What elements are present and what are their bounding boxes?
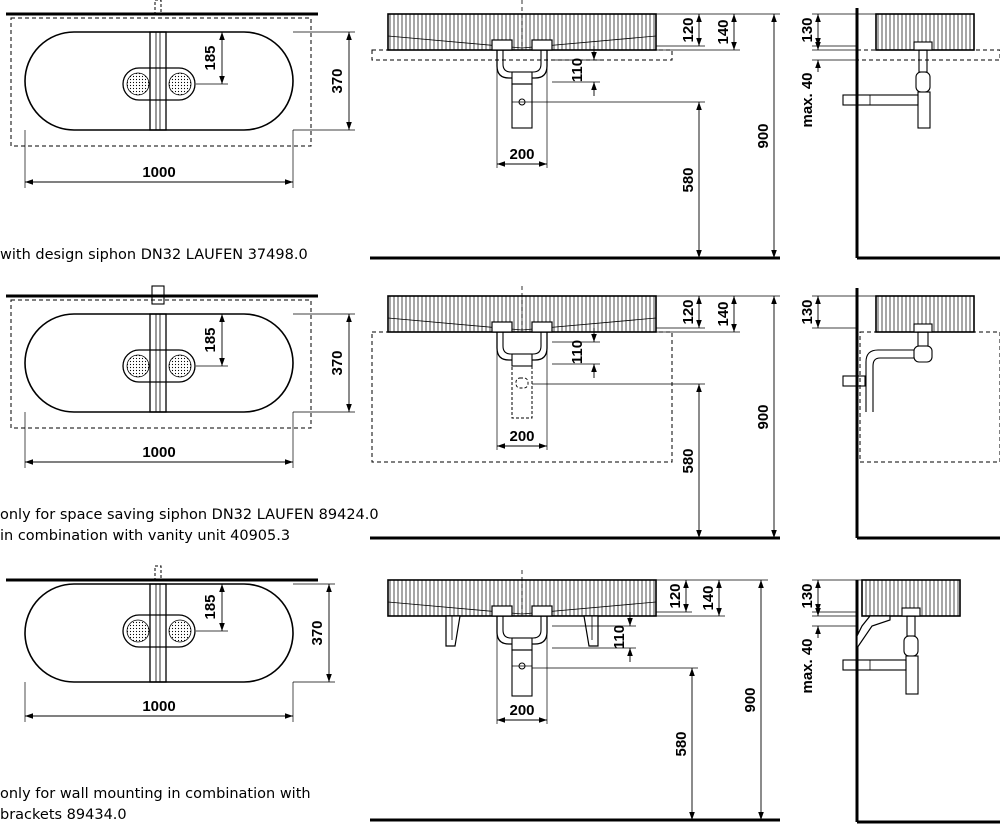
front-view-3: 200 120 140 110 580 900	[370, 570, 780, 822]
plan-view-3: 185 370 1000	[6, 565, 335, 722]
side-dim-max40: max. 40	[799, 72, 816, 127]
front-dim-200: 200	[509, 428, 534, 445]
caption-line: brackets 89434.0	[0, 807, 127, 823]
plan-view-1: 185 370 1000	[6, 0, 355, 188]
plan-dim-370: 370	[309, 620, 326, 645]
caption-line: only for space saving siphon DN32 LAUFEN…	[0, 507, 379, 523]
front-dim-120: 120	[680, 299, 697, 324]
plan-dim-1000: 1000	[142, 444, 175, 461]
plan-view-2: 185 370 1000	[6, 285, 355, 468]
front-dim-110: 110	[569, 58, 586, 82]
front-view-2: 200 120 140 110 580 900	[370, 286, 780, 540]
front-view-1: 200 120 140 110 580 900	[370, 0, 780, 260]
side-dim-130: 130	[799, 17, 816, 42]
front-dim-140: 140	[700, 585, 717, 610]
front-dim-900: 900	[742, 687, 759, 712]
row-3: 185 370 1000	[6, 565, 1000, 824]
plan-dim-185: 185	[202, 327, 219, 352]
caption-line: with design siphon DN32 LAUFEN 37498.0	[0, 247, 308, 263]
front-dim-580: 580	[680, 167, 697, 192]
side-view-2: 130	[799, 288, 1000, 540]
front-dim-580: 580	[680, 448, 697, 473]
plan-dim-1000: 1000	[142, 698, 175, 715]
side-dim-130: 130	[799, 583, 816, 608]
front-dim-900: 900	[755, 404, 772, 429]
caption-row-1: with design siphon DN32 LAUFEN 37498.0	[0, 245, 308, 266]
front-dim-140: 140	[715, 19, 732, 44]
plan-dim-185: 185	[202, 594, 219, 619]
front-dim-580: 580	[673, 731, 690, 756]
front-dim-120: 120	[680, 17, 697, 42]
front-dim-900: 900	[755, 123, 772, 148]
row-1: 185 370 1000	[6, 0, 1000, 260]
side-dim-130: 130	[799, 299, 816, 324]
front-dim-200: 200	[509, 702, 534, 719]
plan-dim-370: 370	[329, 68, 346, 93]
caption-line: in combination with vanity unit 40905.3	[0, 528, 291, 544]
front-dim-140: 140	[715, 301, 732, 326]
plan-dim-1000: 1000	[142, 164, 175, 181]
caption-line: only for wall mounting in combination wi…	[0, 786, 311, 802]
front-dim-120: 120	[667, 583, 684, 608]
caption-row-3: only for wall mounting in combination wi…	[0, 784, 311, 826]
plan-dim-185: 185	[202, 45, 219, 70]
side-dim-max40: max. 40	[799, 638, 816, 693]
plan-dim-370: 370	[329, 350, 346, 375]
side-view-1: 130 max. 40	[799, 8, 1000, 260]
side-view-3: 130 max. 40	[799, 579, 1000, 824]
row-2: 185 370 1000 200	[6, 285, 1000, 540]
front-dim-110: 110	[569, 340, 586, 364]
caption-row-2: only for space saving siphon DN32 LAUFEN…	[0, 505, 379, 547]
front-dim-110: 110	[611, 625, 628, 649]
front-dim-200: 200	[509, 146, 534, 163]
